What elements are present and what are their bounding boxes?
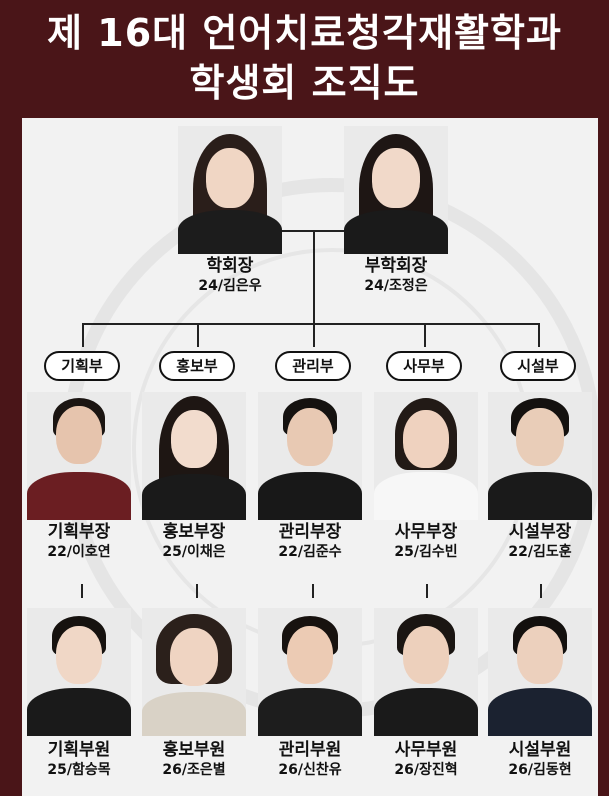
- head-member-connector: [81, 584, 83, 598]
- head-photo-4: [374, 392, 478, 520]
- member-photo-5: [488, 608, 592, 736]
- member-photo-2: [142, 608, 246, 736]
- dept-badge: 홍보부: [159, 351, 235, 381]
- head-member-connector: [312, 584, 314, 598]
- member-name: 26/김동현: [508, 762, 572, 778]
- dept-badge: 기획부: [44, 351, 120, 381]
- dept-badge: 시설부: [500, 351, 576, 381]
- head-name: 22/김준수: [278, 544, 342, 560]
- dept-badge: 관리부: [275, 351, 351, 381]
- member-label-3: 관리부원 26/신찬유: [250, 740, 370, 779]
- head-role: 기획부장: [47, 522, 111, 542]
- head-name: 22/이호연: [47, 544, 111, 560]
- head-photo-1: [27, 392, 131, 520]
- leader-connector: [280, 230, 350, 232]
- member-photo-4: [374, 608, 478, 736]
- head-role: 사무부장: [394, 522, 458, 542]
- head-photo-2: [142, 392, 246, 520]
- leader-role: 부학회장: [364, 256, 428, 276]
- head-label-3: 관리부장 22/김준수: [250, 522, 370, 561]
- member-photo-1: [27, 608, 131, 736]
- leader-role: 학회장: [206, 256, 254, 276]
- dept-badge: 사무부: [386, 351, 462, 381]
- head-member-connector: [196, 584, 198, 598]
- head-role: 홍보부장: [162, 522, 226, 542]
- member-label-2: 홍보부원 26/조은별: [134, 740, 254, 779]
- branch-drop-5: [538, 323, 540, 347]
- member-name: 25/함승목: [47, 762, 111, 778]
- branch-drop-1: [82, 323, 84, 347]
- head-name: 25/김수빈: [394, 544, 458, 560]
- leader-photo-2: [344, 126, 448, 254]
- member-photo-3: [258, 608, 362, 736]
- branch-line: [82, 323, 538, 325]
- head-member-connector: [426, 584, 428, 598]
- member-label-4: 사무부원 26/장진혁: [366, 740, 486, 779]
- page-title-line1: 제 16대 언어치료청각재활학과: [47, 11, 562, 55]
- branch-drop-3: [313, 323, 315, 347]
- head-role: 관리부장: [278, 522, 342, 542]
- member-label-1: 기획부원 25/함승목: [22, 740, 139, 779]
- leader-name: 24/김은우: [198, 278, 262, 294]
- member-role: 관리부원: [278, 740, 342, 760]
- leader-label-1: 학회장 24/김은우: [170, 256, 290, 295]
- member-role: 사무부원: [394, 740, 458, 760]
- head-role: 시설부장: [508, 522, 572, 542]
- leader-photo-1: [178, 126, 282, 254]
- head-name: 22/김도훈: [508, 544, 572, 560]
- head-label-5: 시설부장 22/김도훈: [480, 522, 598, 561]
- head-label-4: 사무부장 25/김수빈: [366, 522, 486, 561]
- trunk-line: [313, 230, 315, 325]
- leader-name: 24/조정은: [364, 278, 428, 294]
- member-label-5: 시설부원 26/김동현: [480, 740, 598, 779]
- leader-label-2: 부학회장 24/조정은: [336, 256, 456, 295]
- branch-drop-4: [424, 323, 426, 347]
- branch-drop-2: [197, 323, 199, 347]
- member-role: 홍보부원: [162, 740, 226, 760]
- head-label-1: 기획부장 22/이호연: [22, 522, 139, 561]
- head-photo-3: [258, 392, 362, 520]
- head-name: 25/이채은: [162, 544, 226, 560]
- member-name: 26/조은별: [162, 762, 226, 778]
- page-title-line2: 학생회 조직도: [189, 61, 420, 105]
- member-name: 26/장진혁: [394, 762, 458, 778]
- member-role: 기획부원: [47, 740, 111, 760]
- member-name: 26/신찬유: [278, 762, 342, 778]
- head-member-connector: [540, 584, 542, 598]
- head-photo-5: [488, 392, 592, 520]
- member-role: 시설부원: [508, 740, 572, 760]
- org-chart-panel: 학회장 24/김은우 부학회장 24/조정은 기획부 홍보부 관리부 사무부 시…: [22, 118, 598, 796]
- head-label-2: 홍보부장 25/이채은: [134, 522, 254, 561]
